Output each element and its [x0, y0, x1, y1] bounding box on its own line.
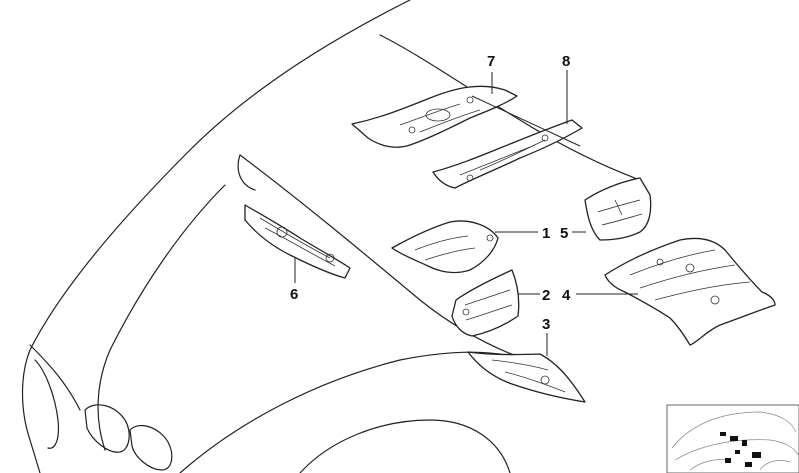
part-5-shape: [584, 177, 652, 241]
callout-1: 1: [542, 225, 550, 242]
part-1-shape: [391, 220, 499, 274]
callout-4: 4: [562, 287, 571, 304]
part-2-shape: [451, 269, 520, 337]
callout-6: 6: [290, 286, 298, 303]
part-3-shape: [467, 351, 586, 403]
part-4-shape: [604, 237, 776, 346]
part-6-shape: [244, 204, 351, 279]
callout-7: 7: [487, 53, 495, 70]
part-8-shape: [432, 119, 583, 189]
callout-8: 8: [562, 53, 570, 70]
car-body-outline: [21, 0, 641, 473]
callout-3: 3: [542, 316, 550, 333]
leader-lines: [294, 70, 638, 356]
part-7-shape: [351, 85, 518, 148]
callout-2: 2: [542, 287, 550, 304]
callout-5: 5: [560, 225, 568, 242]
locator-thumbnail: [666, 404, 799, 473]
